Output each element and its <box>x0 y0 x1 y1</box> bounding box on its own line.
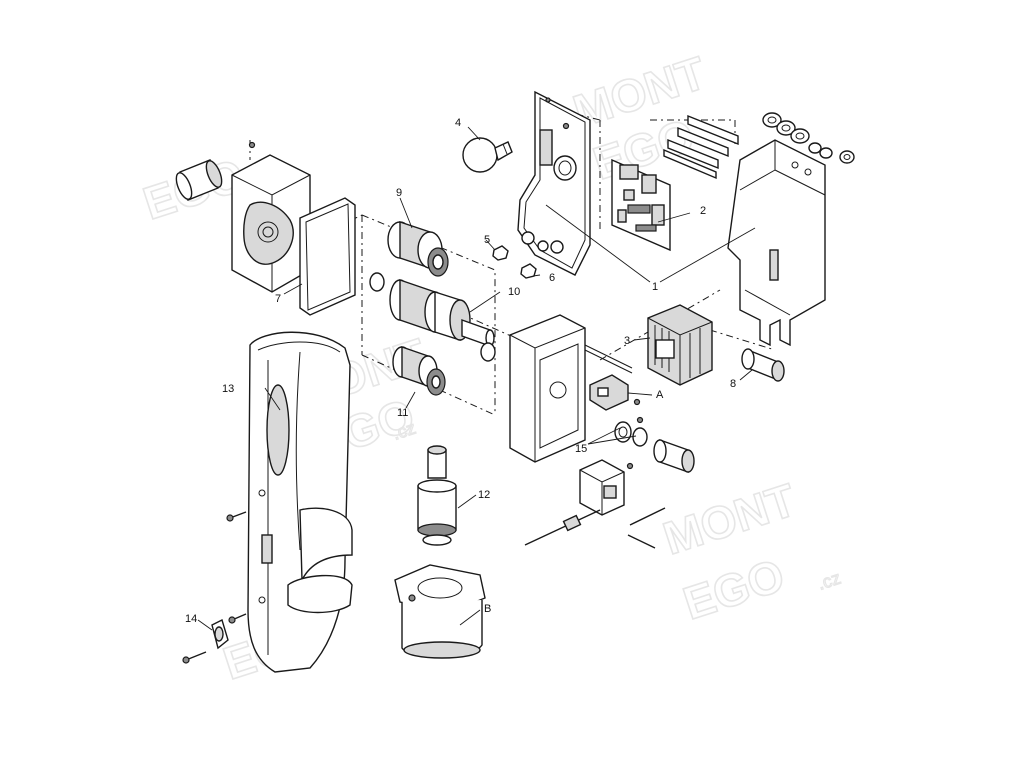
threaded-rods <box>524 507 666 549</box>
pcb-part-2 <box>611 158 671 252</box>
bulb-part-4 <box>462 137 513 173</box>
cover-screws <box>182 511 247 664</box>
callout-B: B <box>484 603 491 615</box>
callout-4: 4 <box>455 117 461 129</box>
callout-1: 1 <box>652 281 658 293</box>
watermark-ego-bottom: EGO <box>677 548 790 629</box>
callout-15: 15 <box>575 443 587 455</box>
limit-switch-assembly <box>579 459 634 516</box>
leader-lines <box>197 126 756 631</box>
cable-grommets <box>762 112 855 164</box>
gear-part-11 <box>392 346 446 396</box>
switch-part-A <box>589 374 644 424</box>
callout-2: 2 <box>700 205 706 217</box>
callout-6: 6 <box>549 272 555 284</box>
end-cap-part-8 <box>741 348 785 382</box>
gear-part-9 <box>387 221 449 277</box>
callout-8: 8 <box>730 378 736 390</box>
callout-5: 5 <box>484 234 490 246</box>
callout-7: 7 <box>275 293 281 305</box>
latch-part-14 <box>211 619 229 650</box>
callout-12: 12 <box>478 489 490 501</box>
stator-part-B <box>394 564 486 659</box>
rail-spacers <box>663 114 739 180</box>
gearbox-housing <box>231 141 311 293</box>
rotor-part-12 <box>417 445 457 546</box>
watermark-suffix: .cz <box>815 568 843 594</box>
o-ring-upper <box>369 272 385 292</box>
callout-10: 10 <box>508 286 520 298</box>
watermark-mont-bottom: MONT <box>657 473 802 564</box>
callout-A: A <box>656 389 664 401</box>
frame-chassis-part-1 <box>727 139 826 347</box>
bushing <box>175 159 223 201</box>
gasket-part-7 <box>299 197 356 316</box>
callout-labels: 4 2 1 3 8 5 6 7 9 10 11 12 13 14 15 A B <box>185 117 736 625</box>
transformer-part-3 <box>647 304 713 386</box>
callout-11: 11 <box>397 407 408 419</box>
o-ring-lower <box>480 342 496 362</box>
gear-shaft-part-10 <box>389 279 495 347</box>
screw-part-5 <box>492 245 509 261</box>
gear-housing-block <box>509 314 633 463</box>
callout-3: 3 <box>624 335 630 347</box>
callout-14: 14 <box>185 613 197 625</box>
capacitor <box>653 439 695 473</box>
flange-part-15 <box>614 421 648 447</box>
cover-part-13 <box>247 331 353 673</box>
control-board-housing <box>517 90 591 276</box>
callout-13: 13 <box>222 383 234 395</box>
callout-9: 9 <box>396 187 402 199</box>
